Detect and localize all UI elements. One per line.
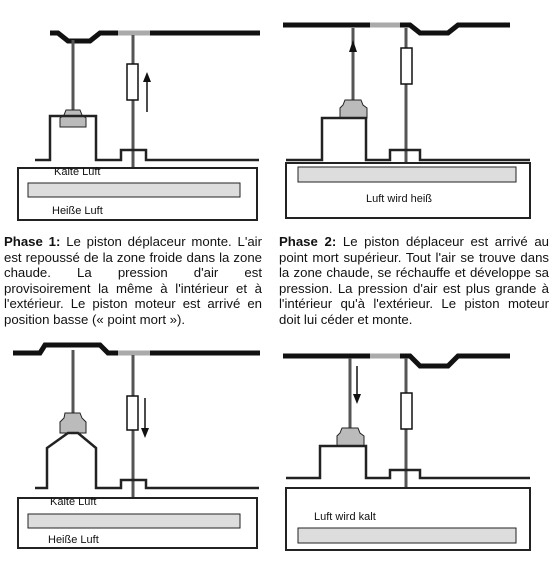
caption-phase-title: Phase 1: [4, 234, 61, 249]
label-hot-air: Heiße Luft [48, 534, 99, 546]
flywheel-crank [400, 353, 510, 369]
displacer-piston [297, 527, 517, 544]
rod-guide [336, 427, 365, 447]
label-cold-air: Kalte Luft [50, 496, 96, 508]
rod-guide [339, 99, 368, 119]
displacer-piston [27, 513, 241, 529]
diagram-phase-1: Kalte Luft Heiße Luft [17, 30, 260, 221]
flywheel-crank [400, 22, 510, 36]
work-piston [400, 392, 413, 430]
work-piston [400, 47, 413, 85]
work-piston [126, 395, 139, 431]
label-hot-air: Heiße Luft [52, 205, 103, 217]
diagram-phase-3: Kalte Luft Heiße Luft [13, 342, 260, 549]
arrow-down-icon [353, 394, 361, 404]
displacer-piston [297, 166, 517, 183]
work-piston [126, 63, 139, 101]
caption-phase-text: Le piston déplaceur monte. L'air est rep… [4, 234, 263, 327]
flywheel-crank [13, 342, 118, 356]
cylinder-wall [35, 114, 259, 162]
flywheel-crank [50, 30, 118, 44]
rod-guide [59, 412, 87, 434]
cylinder-wall [35, 431, 259, 490]
caption-phase-2: Phase 2: Le piston déplaceur est arrivé … [279, 234, 549, 328]
label-air-heating: Luft wird heiß [366, 193, 432, 205]
label-cold-air: Kalte Luft [54, 166, 100, 178]
displacer-piston [27, 182, 241, 198]
caption-phase-text: Le piston déplaceur est arrivé au point … [279, 234, 550, 327]
caption-phase-1: Phase 1: Le piston déplaceur monte. L'ai… [4, 234, 262, 328]
label-air-cooling: Luft wird kalt [314, 511, 376, 523]
arrow-up-icon [349, 40, 357, 52]
arrow-down-icon [141, 428, 149, 438]
caption-phase-title: Phase 2: [279, 234, 337, 249]
cylinder-wall [286, 116, 530, 162]
cylinder-wall [286, 444, 530, 480]
rod-guide [59, 109, 87, 128]
diagram-phase-2: Luft wird heiß [283, 22, 531, 219]
arrow-up-icon [143, 72, 151, 82]
diagram-phase-4: Luft wird kalt [283, 353, 531, 551]
